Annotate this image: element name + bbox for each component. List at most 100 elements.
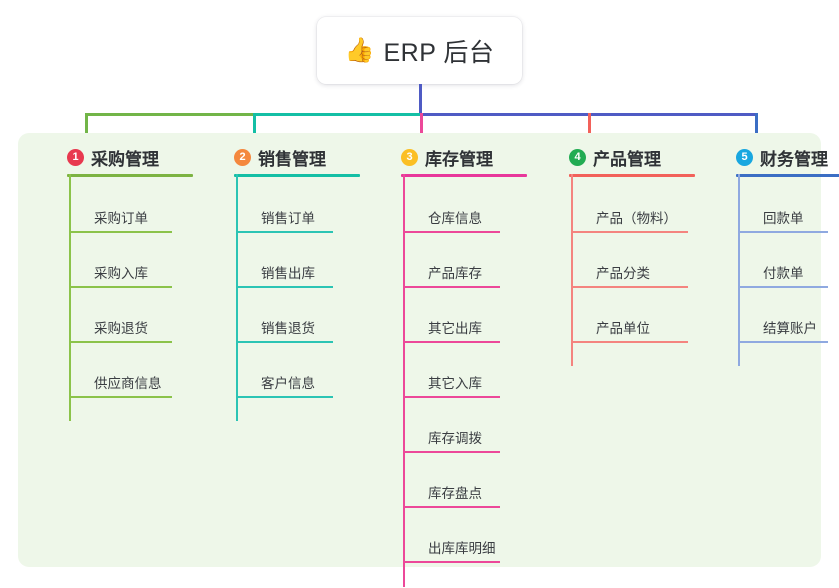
branch-underline-5 (736, 174, 839, 177)
branch-header-5[interactable]: 5 财务管理 (736, 145, 828, 170)
connector-drop-sales (253, 113, 256, 146)
leaf-item-label: 仓库信息 (428, 211, 482, 226)
branch-title-3: 库存管理 (425, 150, 493, 169)
leaf-item-label: 客户信息 (261, 376, 315, 391)
leaf-item[interactable]: 产品分类 (571, 258, 718, 288)
leaf-item[interactable]: 付款单 (738, 258, 839, 288)
leaf-item[interactable]: 仓库信息 (403, 203, 530, 233)
connector-trunk (419, 84, 422, 116)
branch-number-badge-2: 2 (234, 149, 251, 166)
leaf-item-underline (403, 286, 500, 288)
leaf-item-underline (571, 231, 688, 233)
leaf-item-underline (403, 561, 500, 563)
leaf-item-label: 采购订单 (94, 211, 148, 226)
branch-underline-2 (234, 174, 360, 177)
branch-underline-1 (67, 174, 193, 177)
leaf-item-underline (69, 341, 172, 343)
leaf-item-underline (236, 286, 333, 288)
leaf-item[interactable]: 库存盘点 (403, 478, 530, 508)
leaf-item-underline (403, 396, 500, 398)
leaf-item[interactable]: 出库库明细 (403, 533, 530, 563)
branch-header-1[interactable]: 1 采购管理 (67, 145, 159, 170)
branch-underline-3 (401, 174, 527, 177)
leaf-item-underline (403, 451, 500, 453)
branch-header-2[interactable]: 2 销售管理 (234, 145, 326, 170)
branch-header-3[interactable]: 3 库存管理 (401, 145, 493, 170)
branch-title-5: 财务管理 (760, 150, 828, 169)
leaf-item-underline (738, 231, 828, 233)
branch-column-2: 2 销售管理销售订单销售出库销售退货客户信息 (234, 133, 380, 567)
leaf-item[interactable]: 销售退货 (236, 313, 363, 343)
connector-drop-finance (755, 113, 758, 146)
connector-teal-segment (253, 113, 421, 116)
root-node-erp-backend[interactable]: 👍 ERP 后台 (317, 17, 522, 84)
branch-underline-4 (569, 174, 695, 177)
leaf-item-label: 回款单 (763, 211, 804, 226)
branch-spine-2 (236, 174, 238, 421)
leaf-item-underline (403, 231, 500, 233)
leaf-item[interactable]: 结算账户 (738, 313, 839, 343)
branch-column-1: 1 采购管理采购订单采购入库采购退货供应商信息 (67, 133, 213, 567)
branch-title-1: 采购管理 (91, 150, 159, 169)
leaf-item[interactable]: 采购退货 (69, 313, 202, 343)
leaf-item[interactable]: 客户信息 (236, 368, 363, 398)
leaf-item[interactable]: 采购入库 (69, 258, 202, 288)
branch-number-badge-4: 4 (569, 149, 586, 166)
leaf-item-underline (738, 286, 828, 288)
leaf-item-label: 销售订单 (261, 211, 315, 226)
leaf-item-underline (571, 341, 688, 343)
leaf-item-label: 出库库明细 (428, 541, 496, 556)
leaf-item-underline (236, 396, 333, 398)
leaf-item[interactable]: 销售订单 (236, 203, 363, 233)
connector-drop-inventory (420, 113, 423, 146)
leaf-item[interactable]: 其它入库 (403, 368, 530, 398)
connector-drop-product (588, 113, 591, 146)
branch-spine-3 (403, 174, 405, 587)
leaf-item-underline (403, 506, 500, 508)
leaf-item-label: 库存调拨 (428, 431, 482, 446)
leaf-item-underline (69, 286, 172, 288)
branch-spine-1 (69, 174, 71, 421)
branch-number-badge-5: 5 (736, 149, 753, 166)
leaf-item-label: 销售出库 (261, 266, 315, 281)
leaf-item-label: 产品单位 (596, 321, 650, 336)
connector-drop-purchasing (85, 113, 88, 146)
leaf-item-label: 产品（物料） (596, 211, 677, 226)
branch-title-2: 销售管理 (258, 150, 326, 169)
leaf-item-underline (571, 286, 688, 288)
leaf-item-label: 付款单 (763, 266, 804, 281)
leaf-item[interactable]: 回款单 (738, 203, 839, 233)
leaf-item-label: 采购入库 (94, 266, 148, 281)
leaf-item-underline (236, 341, 333, 343)
leaf-item[interactable]: 供应商信息 (69, 368, 202, 398)
leaf-item[interactable]: 其它出库 (403, 313, 530, 343)
leaf-item[interactable]: 库存调拨 (403, 423, 530, 453)
leaf-item-label: 其它入库 (428, 376, 482, 391)
leaf-item-label: 供应商信息 (94, 376, 162, 391)
leaf-item-label: 产品分类 (596, 266, 650, 281)
leaf-item-label: 采购退货 (94, 321, 148, 336)
branch-number-badge-3: 3 (401, 149, 418, 166)
leaf-item[interactable]: 采购订单 (69, 203, 202, 233)
leaf-item-label: 销售退货 (261, 321, 315, 336)
leaf-item[interactable]: 产品（物料） (571, 203, 718, 233)
leaf-item-underline (69, 231, 172, 233)
root-node-content: 👍 ERP 后台 (345, 33, 495, 69)
leaf-item-underline (69, 396, 172, 398)
leaf-item[interactable]: 销售出库 (236, 258, 363, 288)
leaf-item-underline (403, 341, 500, 343)
leaf-item-label: 结算账户 (763, 321, 817, 336)
branch-column-3: 3 库存管理仓库信息产品库存其它出库其它入库库存调拨库存盘点出库库明细 (401, 133, 547, 587)
leaf-item-underline (738, 341, 828, 343)
leaf-item-label: 产品库存 (428, 266, 482, 281)
leaf-item-underline (236, 231, 333, 233)
branch-column-5: 5 财务管理回款单付款单结算账户 (736, 133, 839, 567)
leaf-item[interactable]: 产品库存 (403, 258, 530, 288)
branch-number-badge-1: 1 (67, 149, 84, 166)
leaf-item-label: 其它出库 (428, 321, 482, 336)
leaf-item[interactable]: 产品单位 (571, 313, 718, 343)
branch-spine-4 (571, 174, 573, 366)
